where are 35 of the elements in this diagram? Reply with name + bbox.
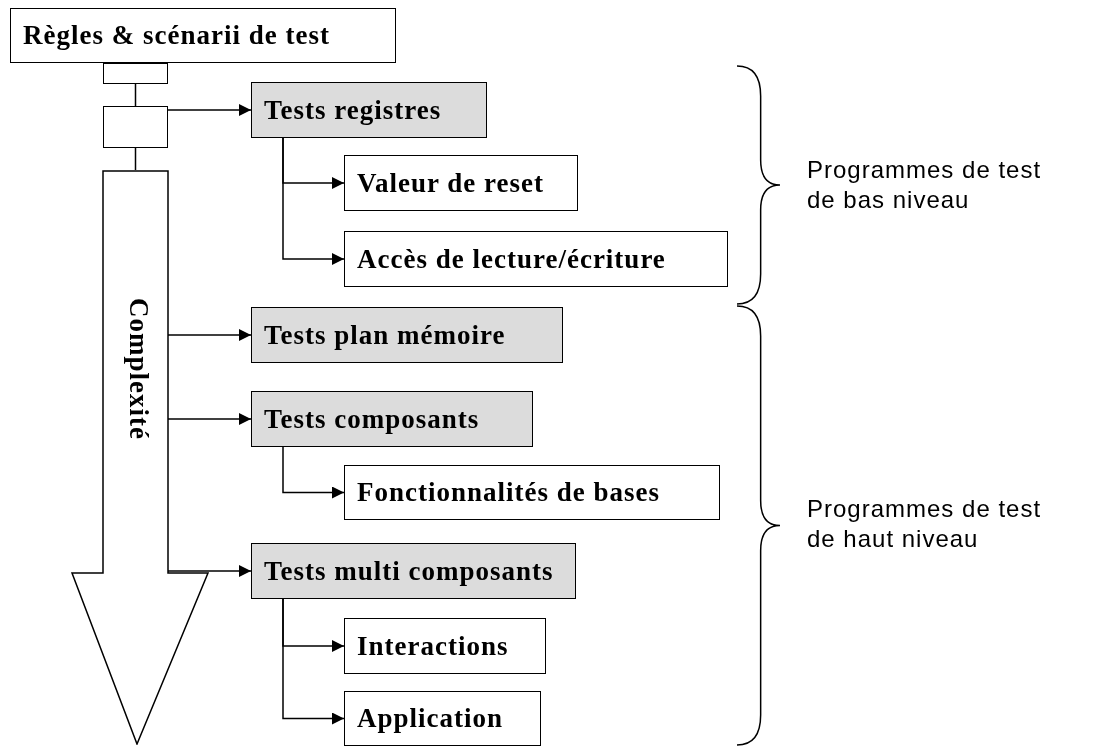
- process-box: [344, 465, 720, 520]
- process-box: [344, 618, 546, 674]
- down-arrow-shape: [70, 170, 210, 745]
- process-box: [344, 155, 578, 211]
- box-label: Fonctionnalités de bases: [357, 477, 661, 508]
- arrow: [167, 413, 252, 425]
- box-label: Tests composants: [264, 403, 480, 435]
- arrow: [167, 329, 252, 341]
- arrow: [167, 104, 252, 116]
- box-label: Accès de lecture/écriture: [357, 243, 666, 275]
- box-label: Valeur de reset: [357, 167, 544, 199]
- process-box: [251, 391, 533, 447]
- empty-box: [103, 106, 168, 148]
- box-label: Règles & scénarii de test: [23, 20, 330, 51]
- bracket-label: Programmes de test de bas niveau: [807, 155, 1043, 215]
- vertical-label: Complexité: [123, 298, 154, 440]
- arrow: [282, 137, 345, 265]
- connector-line: [134, 83, 137, 107]
- box-label: Tests multi composants: [264, 555, 554, 587]
- process-box: [251, 543, 576, 599]
- connector-line: [134, 147, 137, 171]
- box-label: Application: [357, 703, 504, 734]
- arrow: [282, 598, 345, 725]
- box-label: Interactions: [357, 630, 509, 662]
- process-box: [344, 691, 541, 746]
- box-label: Tests registres: [264, 94, 442, 126]
- box-label: Tests plan mémoire: [264, 319, 506, 351]
- process-box: [251, 82, 487, 138]
- process-box: [344, 231, 728, 287]
- process-box: [251, 307, 563, 363]
- arrow: [282, 446, 345, 499]
- process-box: [10, 8, 396, 63]
- bracket-label: Programmes de test de haut niveau: [807, 494, 1043, 554]
- arrow: [167, 565, 252, 577]
- empty-box: [103, 63, 168, 84]
